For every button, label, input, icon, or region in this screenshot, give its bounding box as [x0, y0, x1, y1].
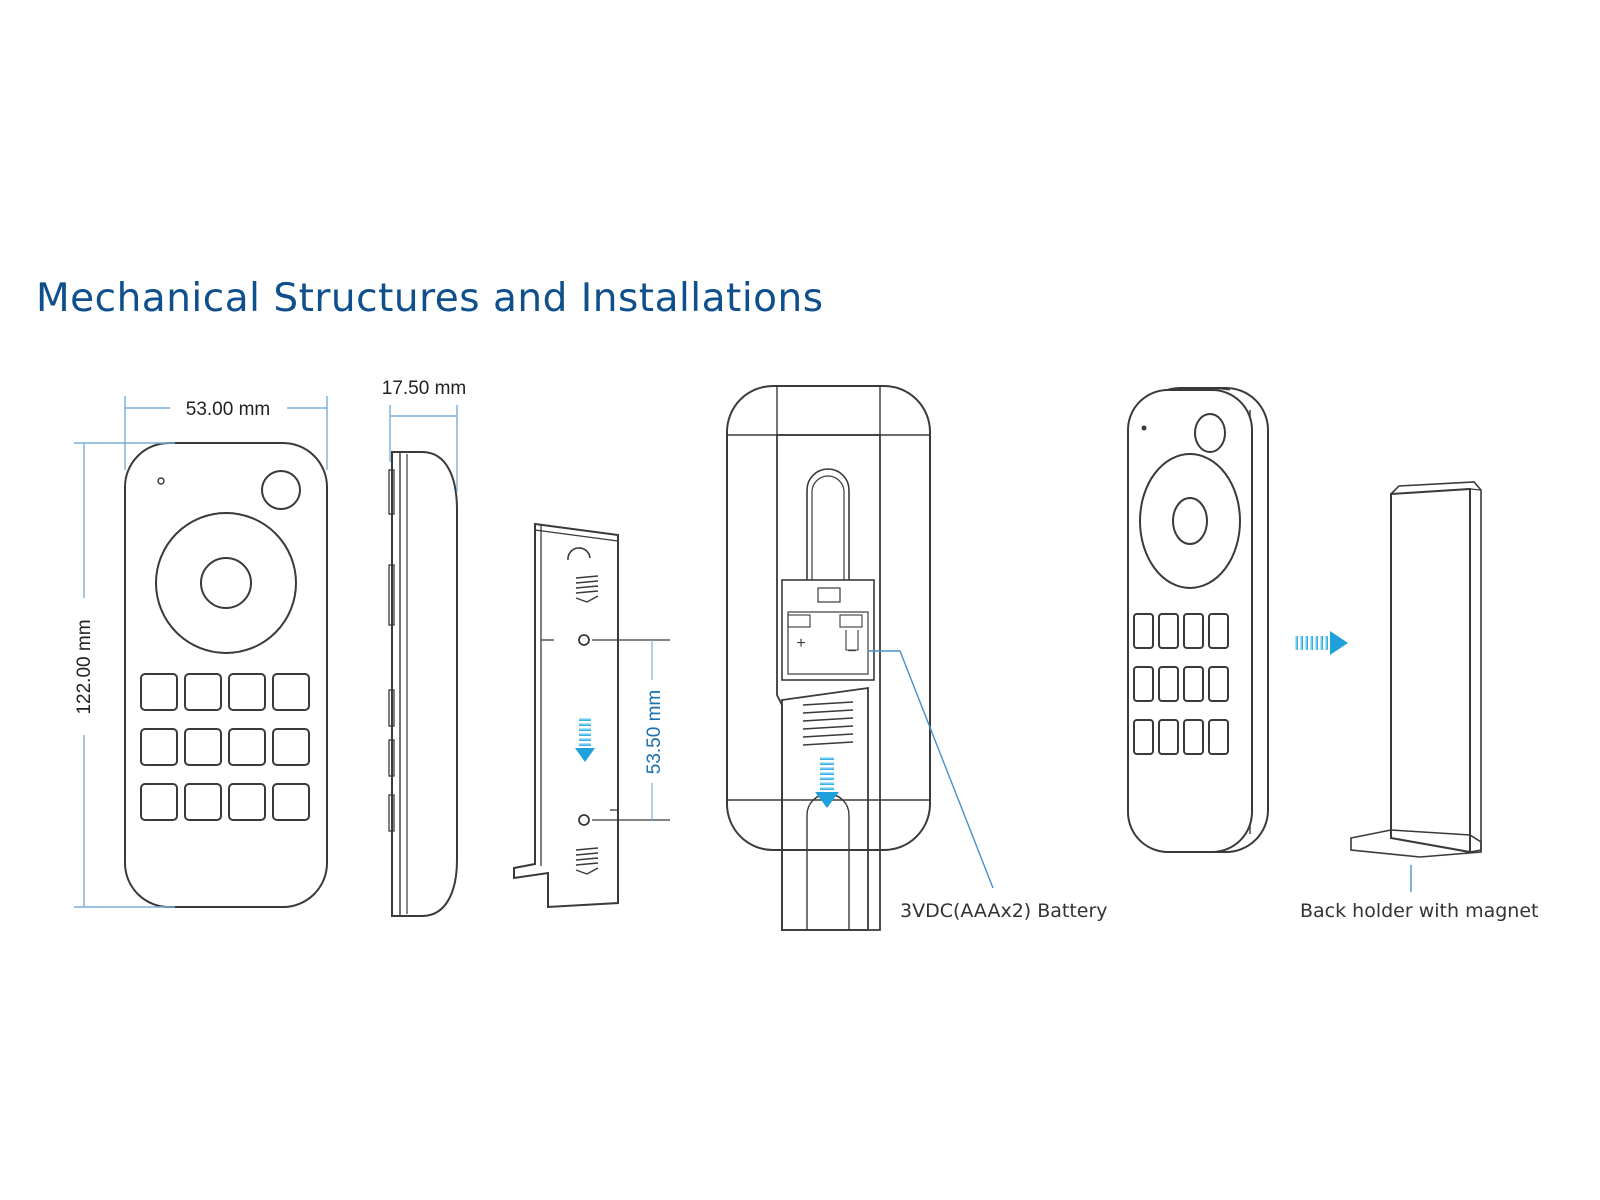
indicator-led: [157, 477, 165, 485]
arrow-stripe: [820, 772, 834, 775]
remote-key: [140, 673, 178, 711]
remote-key: [1208, 613, 1229, 649]
arrow-stripe: [820, 777, 834, 780]
power-button: [261, 470, 301, 510]
battery-plus-symbol: +: [796, 635, 805, 652]
door-grip-ridges: [802, 701, 854, 746]
center-button: [1172, 497, 1208, 545]
remote-key: [1133, 666, 1154, 702]
remote-key: [272, 783, 310, 821]
remote-key: [140, 728, 178, 766]
arrow-stripe: [820, 762, 834, 765]
arrow-stripe: [1305, 636, 1308, 650]
remote-key: [184, 673, 222, 711]
arrow-stripe: [1300, 636, 1303, 650]
remote-body-side: [391, 451, 458, 917]
remote-body-front: [124, 442, 328, 908]
arrow-stripe: [820, 787, 834, 790]
arrow-stripe: [579, 738, 591, 741]
remote-key: [1158, 666, 1179, 702]
battery-door: [781, 686, 869, 931]
arrow-stripe: [579, 728, 591, 731]
side-key: [388, 794, 395, 832]
remote-key: [1158, 719, 1179, 755]
remote-key: [184, 783, 222, 821]
battery-compartment: [776, 434, 881, 931]
battery-minus-symbol: −: [847, 643, 856, 660]
page-title: Mechanical Structures and Installations: [36, 276, 824, 321]
arrow-stripe: [820, 782, 834, 785]
depth-dimensions: [389, 405, 458, 492]
remote-key: [272, 673, 310, 711]
side-key: [388, 564, 395, 626]
remote-key: [1208, 666, 1229, 702]
remote-key: [1208, 719, 1229, 755]
center-button: [200, 557, 252, 609]
holder-base: [1350, 829, 1482, 858]
mounting-hole-bottom: [578, 814, 590, 826]
holder-callout-label: Back holder with magnet: [1300, 900, 1538, 922]
color-wheel-ring: [155, 512, 297, 654]
remote-key: [1183, 719, 1204, 755]
slide-down-arrow-large: [815, 757, 839, 808]
arrow-head: [815, 792, 839, 808]
arrow-stripe: [820, 757, 834, 760]
battery-slot: [781, 579, 875, 681]
battery-callout-line: [868, 650, 994, 889]
arrow-stripe: [820, 767, 834, 770]
side-view: [388, 451, 458, 917]
remote-back-body: [726, 385, 931, 851]
remote-key: [228, 728, 266, 766]
arrow-stripe: [1320, 636, 1323, 650]
remote-key: [272, 728, 310, 766]
arrow-stripe: [1310, 636, 1313, 650]
magnet-holder-view: [1295, 631, 1348, 655]
arrow-stripe: [579, 718, 591, 721]
perspective-remote-view: [1127, 387, 1269, 853]
power-button: [1194, 413, 1226, 453]
side-key: [388, 469, 395, 515]
remote-key: [1133, 613, 1154, 649]
front-view: [124, 442, 328, 908]
remote-key: [184, 728, 222, 766]
grip-ridges-top: [575, 575, 599, 603]
remote-key: [1183, 666, 1204, 702]
side-key: [388, 689, 395, 727]
hole-spacing-label: 53.50 mm: [644, 690, 665, 774]
remote-key: [140, 783, 178, 821]
mounting-hole-top: [578, 634, 590, 646]
remote-key: [1158, 613, 1179, 649]
magnet-holder: [1350, 481, 1482, 858]
grip-ridges-bottom: [575, 847, 599, 875]
button-grid-perspective: [1133, 613, 1229, 755]
color-wheel-ring: [1139, 453, 1241, 589]
arrow-head: [575, 748, 595, 762]
arrow-stripe: [579, 733, 591, 736]
arrow-stripe: [1325, 636, 1328, 650]
arrow-stripe: [1295, 636, 1298, 650]
arrow-stripe: [579, 743, 591, 746]
back-plate-view: [513, 522, 619, 909]
height-dimension-label: 122.00 mm: [74, 619, 95, 714]
arrow-stripe: [579, 723, 591, 726]
remote-key: [1183, 613, 1204, 649]
slide-down-arrow-small: [575, 718, 595, 762]
back-plate-outline: [513, 522, 619, 909]
arrow-stripe: [1315, 636, 1318, 650]
arrow-head: [1330, 631, 1348, 655]
depth-dimension-label: 17.50 mm: [382, 378, 466, 399]
button-grid-front: [140, 673, 310, 821]
width-dimension-label: 53.00 mm: [186, 399, 270, 420]
battery-view: [726, 385, 931, 931]
remote-key: [228, 673, 266, 711]
battery-callout-label: 3VDC(AAAx2) Battery: [900, 900, 1108, 922]
indicator-led: [1141, 425, 1147, 431]
remote-key: [228, 783, 266, 821]
hole-spacing-dimension: [592, 639, 670, 821]
front-dimensions: [74, 396, 328, 908]
remote-key: [1133, 719, 1154, 755]
side-key: [388, 739, 395, 777]
